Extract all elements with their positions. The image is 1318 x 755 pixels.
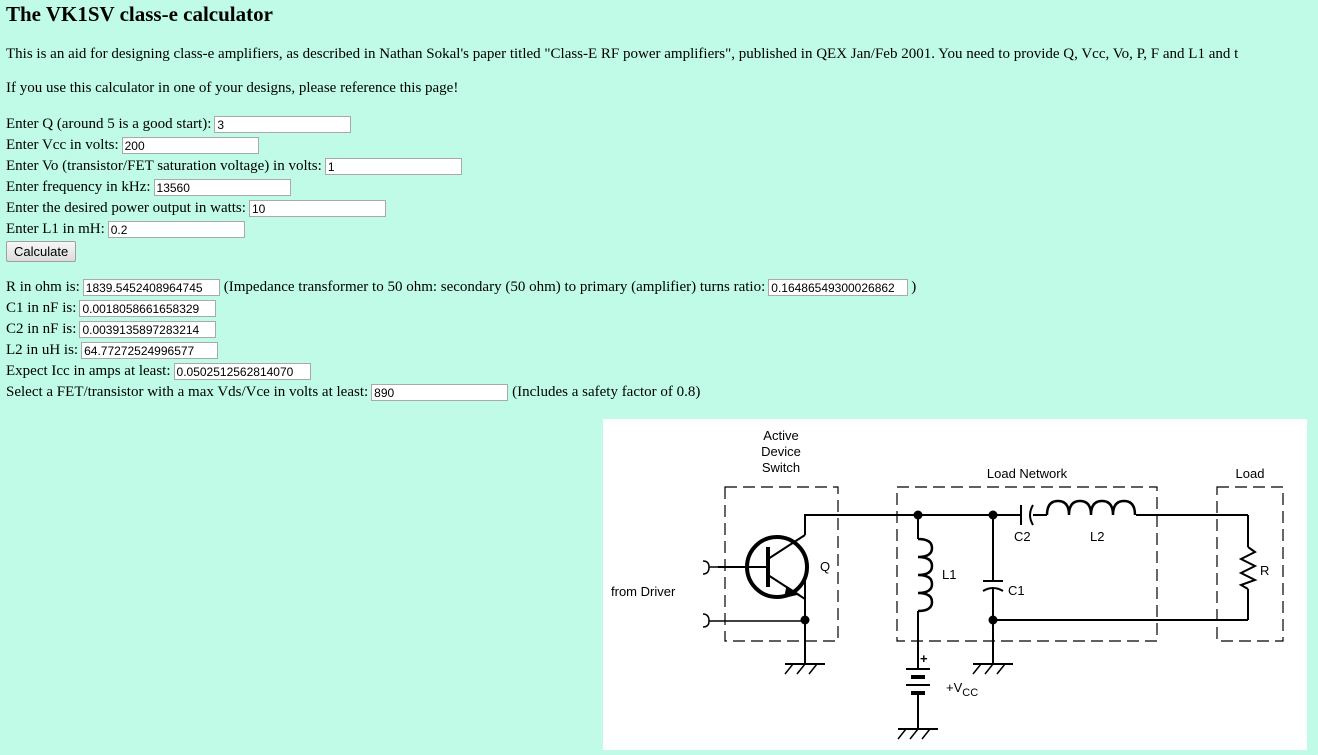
inductor-l2-icon: [1045, 499, 1137, 516]
vcc-label-main: +V: [946, 680, 963, 695]
r-row: R in ohm is: (Impedance transformer to 5…: [6, 277, 916, 298]
calculate-button[interactable]: Calculate: [6, 241, 77, 262]
vo-input[interactable]: [324, 158, 462, 175]
frequency-label: Enter frequency in kHz:: [6, 179, 151, 195]
load-network-box: [896, 486, 1158, 642]
l2-row: L2 in uH is:: [6, 340, 916, 361]
load-box: [1216, 486, 1284, 642]
q-input[interactable]: [214, 116, 352, 133]
c1-result-label: C1 in nF is:: [6, 300, 77, 316]
intro-text: This is an aid for designing class-e amp…: [6, 46, 1239, 62]
c1-row: C1 in nF is:: [6, 298, 916, 319]
vo-label: Enter Vo (transistor/FET saturation volt…: [6, 158, 322, 174]
r-diagram-label: R: [1260, 563, 1269, 578]
resistor-r-icon: [1238, 546, 1258, 590]
l1-row: Enter L1 in mH:: [6, 219, 462, 240]
r-label: R in ohm is:: [6, 279, 80, 295]
circuit-diagram: Active Device Switch Load Network Load f…: [603, 419, 1307, 750]
l1-diagram-label: L1: [942, 567, 956, 582]
battery-plus-label: +: [920, 651, 928, 666]
c2-result-label: C2 in nF is:: [6, 321, 77, 337]
active-device-label-3: Switch: [762, 460, 800, 475]
inductor-l1-icon: [917, 537, 934, 613]
vds-output[interactable]: [371, 384, 509, 401]
icc-row: Expect Icc in amps at least:: [6, 361, 916, 382]
l2-result-label: L2 in uH is:: [6, 342, 79, 358]
c1-diagram-label: C1: [1008, 583, 1025, 598]
l2-output[interactable]: [81, 342, 219, 359]
from-driver-label: from Driver: [611, 584, 676, 599]
active-device-box: [724, 486, 839, 642]
power-row: Enter the desired power output in watts:: [6, 198, 462, 219]
q-diagram-label: Q: [820, 559, 830, 574]
vcc-label-sub: CC: [962, 687, 978, 699]
vcc-input[interactable]: [121, 137, 259, 154]
vds-row: Select a FET/transistor with a max Vds/V…: [6, 382, 916, 403]
load-network-label: Load Network: [987, 466, 1068, 481]
circuit-schematic: Active Device Switch Load Network Load f…: [611, 428, 1284, 740]
r-note-close: ): [911, 279, 917, 295]
input-form: Enter Q (around 5 is a good start): Ente…: [6, 114, 462, 262]
power-input[interactable]: [248, 200, 386, 217]
l1-label: Enter L1 in mH:: [6, 221, 105, 237]
reference-note: If you use this calculator in one of you…: [6, 80, 459, 96]
l1-input[interactable]: [107, 221, 245, 238]
vo-row: Enter Vo (transistor/FET saturation volt…: [6, 156, 462, 177]
vds-label: Select a FET/transistor with a max Vds/V…: [6, 384, 369, 400]
icc-label: Expect Icc in amps at least:: [6, 363, 171, 379]
c1-output[interactable]: [79, 300, 217, 317]
vds-note: (Includes a safety factor of 0.8): [512, 384, 701, 400]
power-label: Enter the desired power output in watts:: [6, 200, 246, 216]
vcc-row: Enter Vcc in volts:: [6, 135, 462, 156]
icc-output[interactable]: [173, 363, 311, 380]
button-row: Calculate: [6, 240, 462, 262]
c2-diagram-label: C2: [1014, 529, 1031, 544]
load-label: Load: [1236, 466, 1265, 481]
active-device-label-1: Active: [763, 428, 798, 443]
results: R in ohm is: (Impedance transformer to 5…: [6, 277, 916, 403]
r-note: (Impedance transformer to 50 ohm: second…: [223, 279, 766, 295]
r-output[interactable]: [82, 279, 220, 296]
q-row: Enter Q (around 5 is a good start):: [6, 114, 462, 135]
frequency-row: Enter frequency in kHz:: [6, 177, 462, 198]
l2-diagram-label: L2: [1090, 529, 1104, 544]
page-title: The VK1SV class-e calculator: [6, 2, 273, 26]
c2-row: C2 in nF is:: [6, 319, 916, 340]
vcc-label: Enter Vcc in volts:: [6, 137, 119, 153]
active-device-label-2: Device: [761, 444, 801, 459]
turns-ratio-output[interactable]: [768, 279, 909, 296]
q-label: Enter Q (around 5 is a good start):: [6, 116, 212, 132]
frequency-input[interactable]: [153, 179, 291, 196]
vcc-label: +VCC: [946, 680, 978, 699]
c2-output[interactable]: [79, 321, 217, 338]
